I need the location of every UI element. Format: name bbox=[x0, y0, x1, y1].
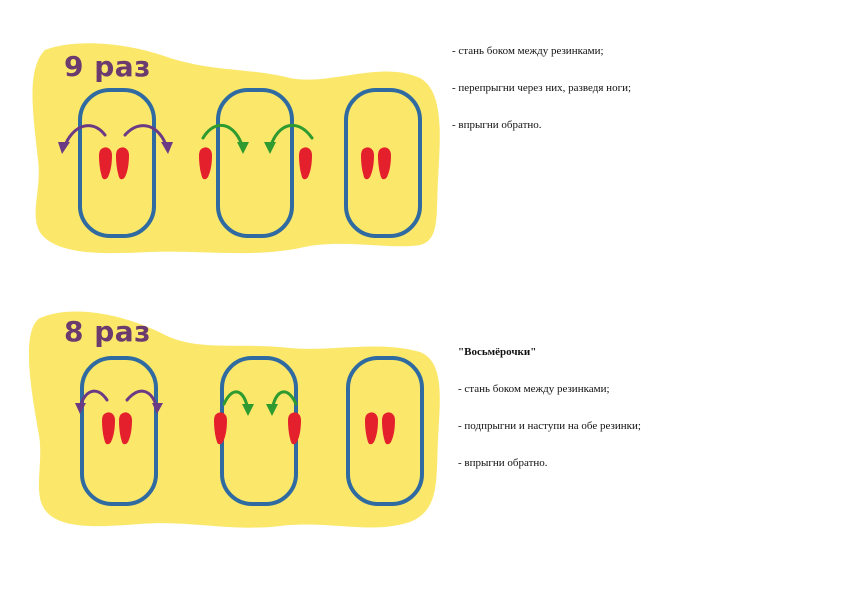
foot-icon bbox=[299, 147, 312, 180]
background-blob-bottom bbox=[28, 311, 440, 528]
band-outline bbox=[346, 356, 424, 506]
instruction-line: - впрыгни обратно. bbox=[458, 457, 548, 469]
foot-icon bbox=[361, 147, 374, 180]
repeat-count-label: 8 раз bbox=[64, 315, 151, 348]
background-blob-top bbox=[32, 43, 440, 254]
band-outline bbox=[80, 356, 158, 506]
foot-icon bbox=[119, 412, 132, 445]
instruction-line: - стань боком между резинками; bbox=[452, 45, 604, 57]
foot-icon bbox=[378, 147, 391, 180]
arrow-head bbox=[75, 403, 86, 414]
arrow-head bbox=[237, 142, 249, 154]
arrow-head bbox=[242, 404, 254, 416]
instruction-line: - перепрыгни через них, разведя ноги; bbox=[452, 82, 632, 94]
arrow-head bbox=[152, 403, 163, 414]
foot-icon bbox=[214, 412, 227, 445]
instructions-block: - стань боком между резинками; - перепры… bbox=[452, 45, 631, 156]
band-outline bbox=[344, 88, 422, 238]
arrow-head bbox=[264, 142, 276, 154]
arrow-head bbox=[161, 142, 173, 154]
foot-icon bbox=[365, 412, 378, 445]
instruction-line: - стань боком между резинками; bbox=[458, 383, 610, 395]
arrow-in-icon bbox=[201, 123, 245, 150]
foot-icon bbox=[99, 147, 112, 180]
instructions-block: "Восьмёрочки" - стань боком между резинк… bbox=[458, 346, 641, 494]
band-outline bbox=[216, 88, 294, 238]
repeat-count-label: 9 раз bbox=[64, 50, 151, 83]
instruction-line: - впрыгни обратно. bbox=[452, 119, 542, 131]
arrow-in-icon bbox=[268, 123, 314, 150]
arrow-head bbox=[266, 404, 278, 416]
instruction-line: - подпрыгни и наступи на обе резинки; bbox=[458, 420, 641, 432]
foot-icon bbox=[102, 412, 115, 445]
foot-icon bbox=[288, 412, 301, 445]
foot-icon bbox=[382, 412, 395, 445]
exercise-title: "Восьмёрочки" bbox=[458, 346, 537, 358]
band-outline bbox=[78, 88, 156, 238]
foot-icon bbox=[199, 147, 212, 180]
foot-icon bbox=[116, 147, 129, 180]
arrow-head bbox=[58, 142, 70, 154]
